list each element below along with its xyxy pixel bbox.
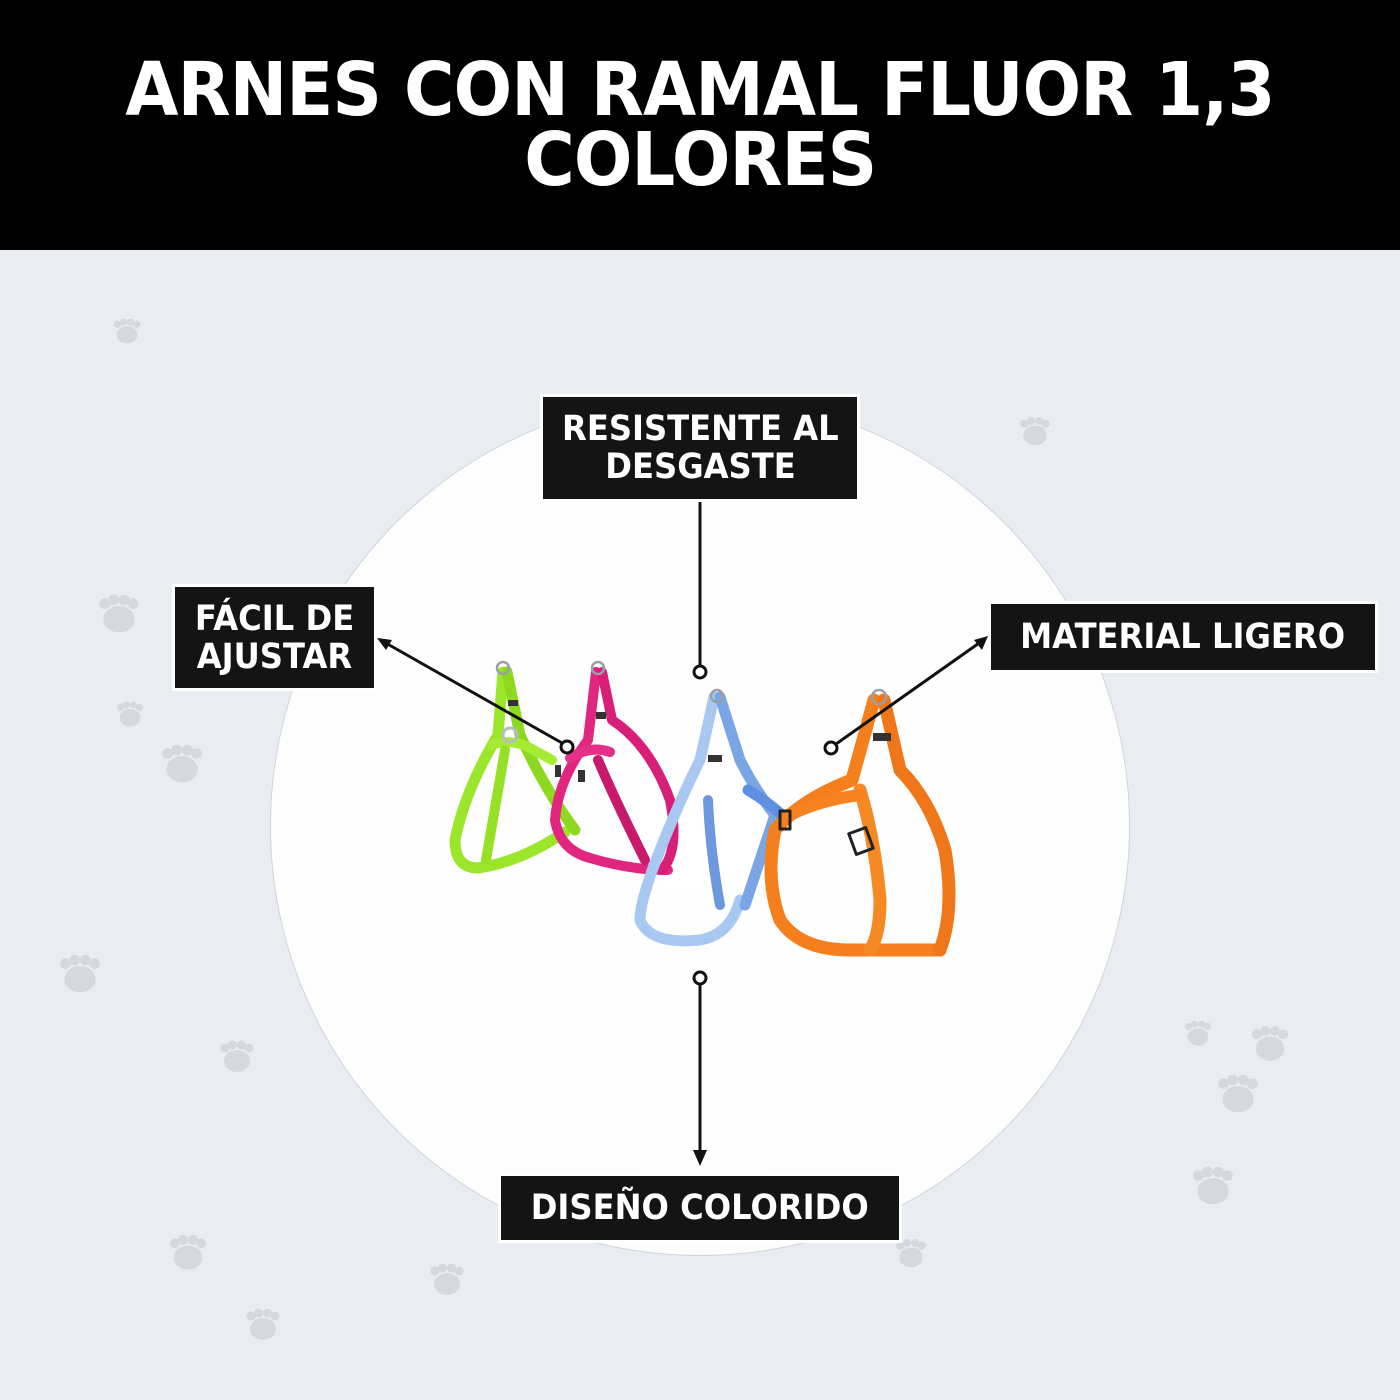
green-harness	[449, 660, 581, 874]
feature-label-text: DESGASTE	[604, 447, 796, 487]
connector-facil	[377, 638, 575, 755]
connector-resist	[692, 502, 708, 680]
arrowhead-icon	[974, 636, 988, 650]
page-title-line-1: ARNES CON RAMAL FLUOR 1,3	[125, 47, 1275, 133]
feature-label-text: FÁCIL DE	[194, 598, 355, 639]
connector-material	[823, 636, 988, 756]
feature-label-facil-de-ajustar: FÁCIL DE AJUSTAR	[172, 584, 377, 691]
header-banner: ARNES CON RAMAL FLUOR 1,3 COLORES	[0, 0, 1400, 250]
feature-label-text: DISEÑO COLORIDO	[530, 1188, 870, 1228]
feature-label-resistente: RESISTENTE AL DESGASTE	[540, 394, 860, 502]
feature-label-material-ligero: MATERIAL LIGERO	[988, 601, 1378, 673]
connector-diseno	[692, 970, 708, 1166]
orange-harness	[764, 688, 956, 957]
pink-harness	[550, 660, 679, 875]
blue-harness	[634, 688, 788, 947]
feature-label-text: AJUSTAR	[196, 636, 353, 677]
feature-label-text: RESISTENTE AL	[561, 409, 839, 449]
feature-label-diseno-colorido: DISEÑO COLORIDO	[498, 1173, 902, 1243]
arrowhead-icon	[377, 638, 392, 650]
feature-label-text: MATERIAL LIGERO	[1020, 617, 1346, 657]
page-title-line-2: COLORES	[524, 117, 877, 203]
arrowhead-icon	[693, 1150, 707, 1166]
